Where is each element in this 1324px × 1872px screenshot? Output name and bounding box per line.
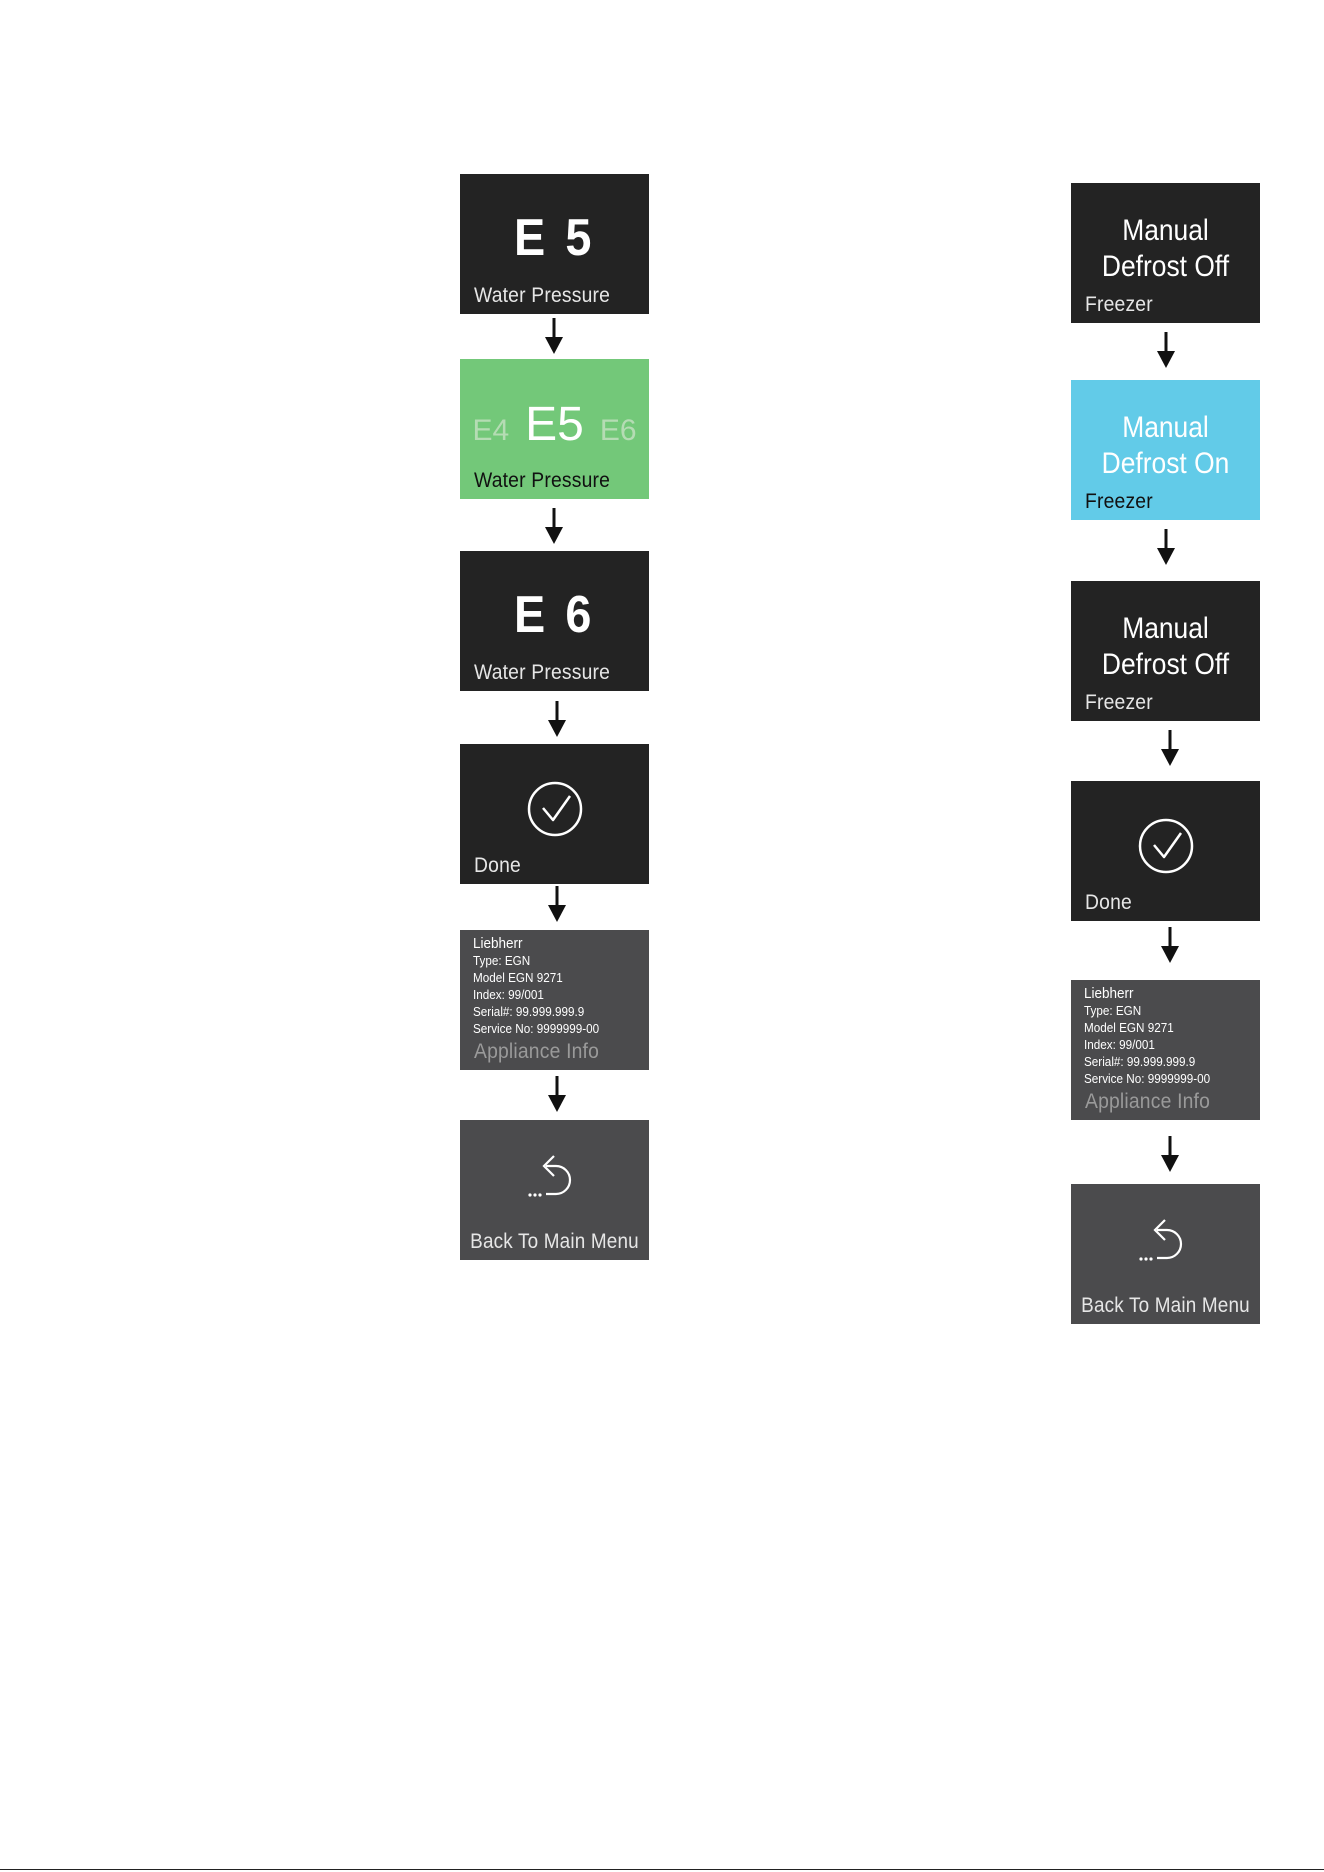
screen-label: Water Pressure — [474, 284, 611, 307]
appliance-details: Liebherr Type: EGN Model EGN 9271 Index:… — [1084, 985, 1237, 1087]
service-line: Service No: 9999999-00 — [1084, 1071, 1211, 1086]
footer-rule — [0, 1869, 1324, 1870]
current-code: E5 — [525, 398, 584, 451]
screen-title: Manual Defrost Off — [1082, 611, 1248, 683]
service-line: Service No: 9999999-00 — [473, 1021, 600, 1036]
screen-label: Appliance Info — [474, 1040, 600, 1063]
screen-defrost-off: Manual Defrost Off Freezer — [1071, 183, 1260, 323]
model-line: Model EGN 9271 — [1084, 1020, 1174, 1035]
code-carousel: E4 E5 E6 — [460, 397, 649, 453]
title-line-1: Manual — [1122, 612, 1209, 645]
screen-label: Appliance Info — [1085, 1090, 1211, 1113]
check-circle-icon — [1138, 818, 1194, 874]
serial-line: Serial#: 99.999.999.9 — [473, 1004, 585, 1019]
return-arrow-icon — [1139, 1219, 1183, 1261]
screen-title: Manual Defrost On — [1082, 410, 1248, 482]
title-line-2: Defrost Off — [1101, 250, 1230, 283]
serial-line: Serial#: 99.999.999.9 — [1084, 1054, 1196, 1069]
screen-title: Manual Defrost Off — [1082, 213, 1248, 285]
screen-label: Back To Main Menu — [470, 1230, 639, 1253]
type-line: Type: EGN — [473, 953, 531, 968]
screen-label: Freezer — [1085, 293, 1153, 316]
down-arrow-icon — [1157, 529, 1175, 565]
screen-appliance-info: Liebherr Type: EGN Model EGN 9271 Index:… — [1071, 980, 1260, 1120]
error-code: E 6 — [513, 586, 596, 644]
title-line-1: Manual — [1122, 214, 1209, 247]
screen-e6: E 6 Water Pressure — [460, 551, 649, 691]
title-line-2: Defrost Off — [1101, 648, 1230, 681]
down-arrow-icon — [1161, 927, 1179, 963]
prev-code: E4 — [472, 414, 510, 447]
title-line-1: Manual — [1122, 411, 1209, 444]
next-code: E6 — [599, 414, 637, 447]
screen-e5: E 5 Water Pressure — [460, 174, 649, 314]
down-arrow-icon — [1157, 332, 1175, 368]
index-line: Index: 99/001 — [1084, 1037, 1155, 1052]
appliance-details: Liebherr Type: EGN Model EGN 9271 Index:… — [473, 935, 626, 1037]
screen-label: Water Pressure — [474, 661, 611, 684]
screen-e5-select: E4 E5 E6 Water Pressure — [460, 359, 649, 499]
screen-label: Back To Main Menu — [1081, 1294, 1250, 1317]
screen-label: Freezer — [1085, 691, 1153, 714]
screen-defrost-off-2: Manual Defrost Off Freezer — [1071, 581, 1260, 721]
brand-line: Liebherr — [473, 935, 523, 952]
screen-label: Water Pressure — [474, 469, 611, 492]
title-line-2: Defrost On — [1101, 447, 1230, 480]
screen-done: Done — [460, 744, 649, 884]
down-arrow-icon — [548, 1076, 566, 1112]
error-code: E 5 — [513, 209, 596, 267]
screen-done: Done — [1071, 781, 1260, 921]
screen-appliance-info: Liebherr Type: EGN Model EGN 9271 Index:… — [460, 930, 649, 1070]
check-circle-icon — [527, 781, 583, 837]
brand-line: Liebherr — [1084, 985, 1134, 1002]
return-arrow-icon — [528, 1155, 572, 1197]
down-arrow-icon — [545, 318, 563, 354]
screen-label: Done — [474, 854, 521, 877]
index-line: Index: 99/001 — [473, 987, 544, 1002]
down-arrow-icon — [548, 886, 566, 922]
model-line: Model EGN 9271 — [473, 970, 563, 985]
down-arrow-icon — [548, 701, 566, 737]
screen-back: Back To Main Menu — [460, 1120, 649, 1260]
screen-back: Back To Main Menu — [1071, 1184, 1260, 1324]
down-arrow-icon — [545, 508, 563, 544]
screen-label: Freezer — [1085, 490, 1153, 513]
screen-label: Done — [1085, 891, 1132, 914]
type-line: Type: EGN — [1084, 1003, 1142, 1018]
screen-defrost-on: Manual Defrost On Freezer — [1071, 380, 1260, 520]
down-arrow-icon — [1161, 730, 1179, 766]
down-arrow-icon — [1161, 1136, 1179, 1172]
